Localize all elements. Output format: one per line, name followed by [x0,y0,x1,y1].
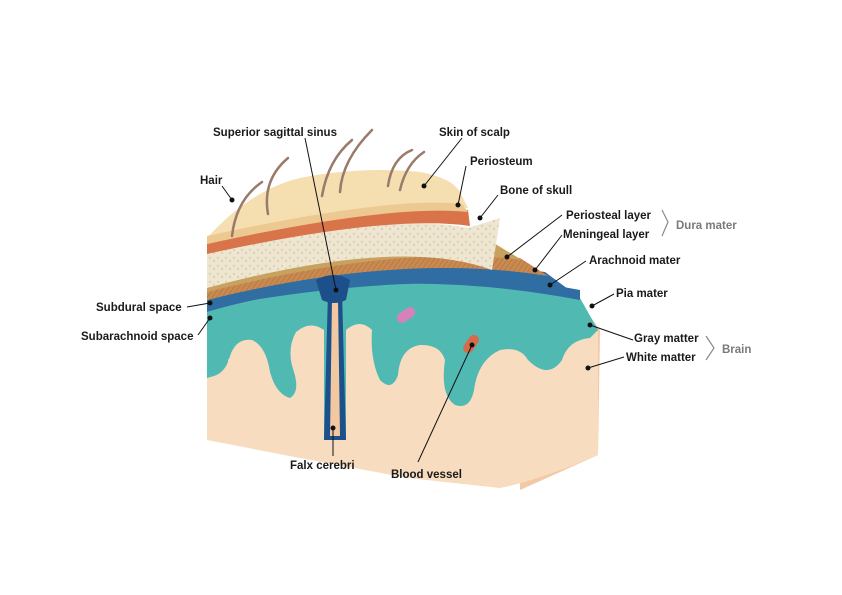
label-bone-of-skull: Bone of skull [500,185,572,197]
label-periosteal-layer: Periosteal layer [566,210,652,222]
white-matter-gyri [228,342,318,425]
label-blood-vessel: Blood vessel [391,469,462,481]
label-meningeal-layer: Meningeal layer [563,229,650,241]
label-hair: Hair [200,175,223,187]
label-subarachnoid-space: Subarachnoid space [81,331,193,343]
hair-strands [230,128,426,238]
white-matter-gyri-2 [352,345,588,470]
bone-of-skull [207,218,500,288]
label-arachnoid-mater: Arachnoid mater [589,255,681,267]
arachnoid-mater-band [207,265,572,308]
leader-lines [186,137,634,463]
gray-matter [207,282,598,440]
label-brain: Brain [722,344,751,356]
label-periosteum: Periosteum [470,156,533,168]
periosteum-band [207,208,470,254]
meningeal-layer-band [207,253,548,300]
label-skin-of-scalp: Skin of scalp [439,127,510,139]
superior-sagittal-sinus [316,275,350,303]
brain-block [207,273,600,490]
label-dura-mater: Dura mater [676,220,737,232]
pink-vessel [396,307,416,323]
label-gray-matter: Gray matter [634,333,699,345]
falx-cerebri-inner [330,298,340,436]
skull-scalp [207,170,500,288]
label-superior-sagittal-sinus: Superior sagittal sinus [213,127,337,139]
brain-brace [705,335,715,361]
label-subdural-space: Subdural space [96,302,182,314]
label-pia-mater: Pia mater [616,288,668,300]
label-falx-cerebri: Falx cerebri [290,460,355,472]
label-white-matter: White matter [626,352,696,364]
dura-mater-brace [661,209,669,237]
scalp-front [207,202,468,244]
